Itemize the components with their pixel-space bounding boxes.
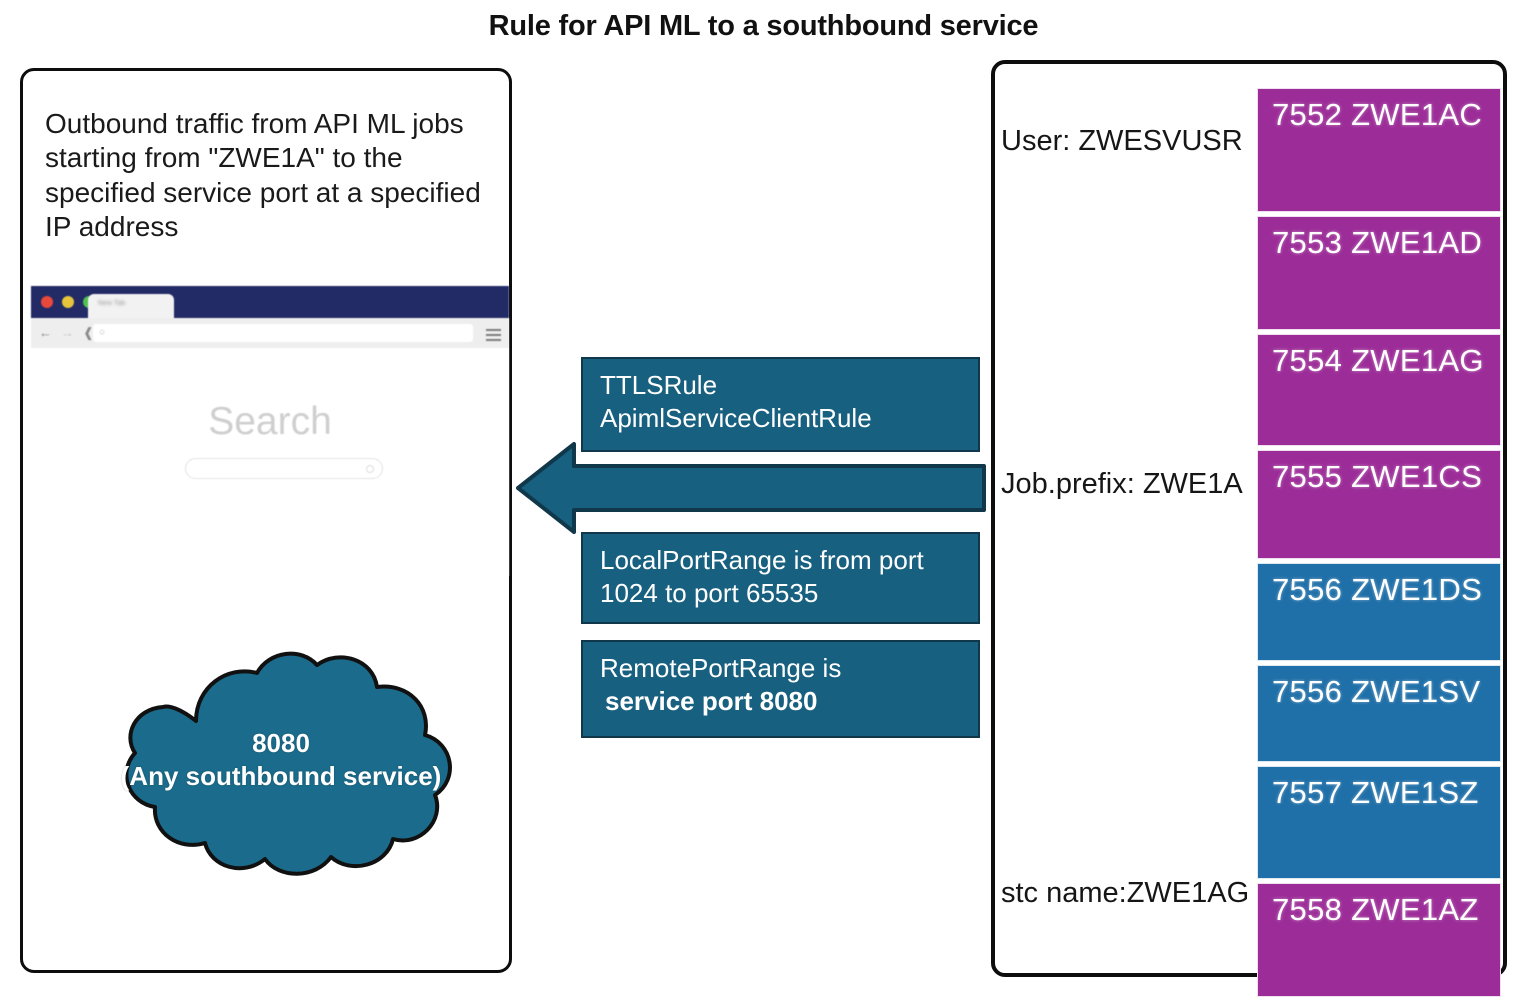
reload-icon[interactable]: ❰ xyxy=(83,325,94,340)
rule-localport-line2: 1024 to port 65535 xyxy=(600,578,819,609)
port-block: 7556 ZWE1SV xyxy=(1257,665,1501,762)
minimize-icon[interactable] xyxy=(62,296,74,308)
traffic-direction-arrow xyxy=(516,440,986,536)
port-block: 7557 ZWE1SZ xyxy=(1257,766,1501,879)
rule-box-remote-port-range: RemotePortRange is service port 8080 xyxy=(581,640,980,738)
port-block: 7554 ZWE1AG xyxy=(1257,334,1501,446)
port-block: 7555 ZWE1CS xyxy=(1257,450,1501,559)
back-arrow-icon[interactable]: ← xyxy=(39,325,52,340)
rule-localport-line1: LocalPortRange is from port xyxy=(600,545,924,575)
port-block: 7558 ZWE1AZ xyxy=(1257,883,1501,997)
rule-box-ttls: TTLSRule ApimlServiceClientRule xyxy=(581,357,980,452)
search-input-icon xyxy=(366,465,374,473)
browser-toolbar: ← → ❰ ☉ ○ xyxy=(31,318,509,348)
browser-mockup: New Tab ← → ❰ ☉ ○ Search xyxy=(31,286,509,576)
left-panel-description: Outbound traffic from API ML jobs starti… xyxy=(45,108,481,243)
search-input[interactable] xyxy=(185,458,383,479)
browser-titlebar: New Tab xyxy=(31,286,509,318)
southbound-service-cloud: 8080 (Any southbound service) xyxy=(101,643,461,893)
rule-remoteport-line2: service port 8080 xyxy=(605,686,818,717)
page-title: Rule for API ML to a southbound service xyxy=(488,10,1039,42)
port-block: 7552 ZWE1AC xyxy=(1257,88,1501,212)
label-user: User: ZWESVUSR xyxy=(1001,125,1243,157)
close-icon[interactable] xyxy=(41,296,53,308)
search-icon: ○ xyxy=(99,327,106,338)
port-block: 7556 ZWE1DS xyxy=(1257,563,1501,661)
address-bar[interactable]: ○ xyxy=(93,324,473,342)
search-heading: Search xyxy=(208,400,332,443)
browser-tab[interactable]: New Tab xyxy=(88,294,174,318)
label-job-prefix: Job.prefix: ZWE1A xyxy=(1001,468,1243,500)
browser-tab-label: New Tab xyxy=(98,300,126,307)
port-block: 7553 ZWE1AD xyxy=(1257,216,1501,330)
browser-viewport: Search xyxy=(31,348,509,576)
label-stc-name: stc name:ZWE1AG xyxy=(1001,877,1250,909)
rule-box-local-port-range: LocalPortRange is from port 1024 to port… xyxy=(581,532,980,624)
left-panel: Outbound traffic from API ML jobs starti… xyxy=(20,68,512,973)
cloud-shape-icon xyxy=(124,651,452,876)
rule-ttls-line2: ApimlServiceClientRule xyxy=(600,403,872,434)
rule-ttls-line1: TTLSRule xyxy=(600,370,718,400)
window-controls xyxy=(41,296,95,308)
rule-remoteport-line1: RemotePortRange is xyxy=(600,653,842,683)
hamburger-menu-icon[interactable] xyxy=(486,329,501,344)
forward-arrow-icon[interactable]: → xyxy=(61,325,74,340)
left-arrow-icon xyxy=(516,442,986,534)
